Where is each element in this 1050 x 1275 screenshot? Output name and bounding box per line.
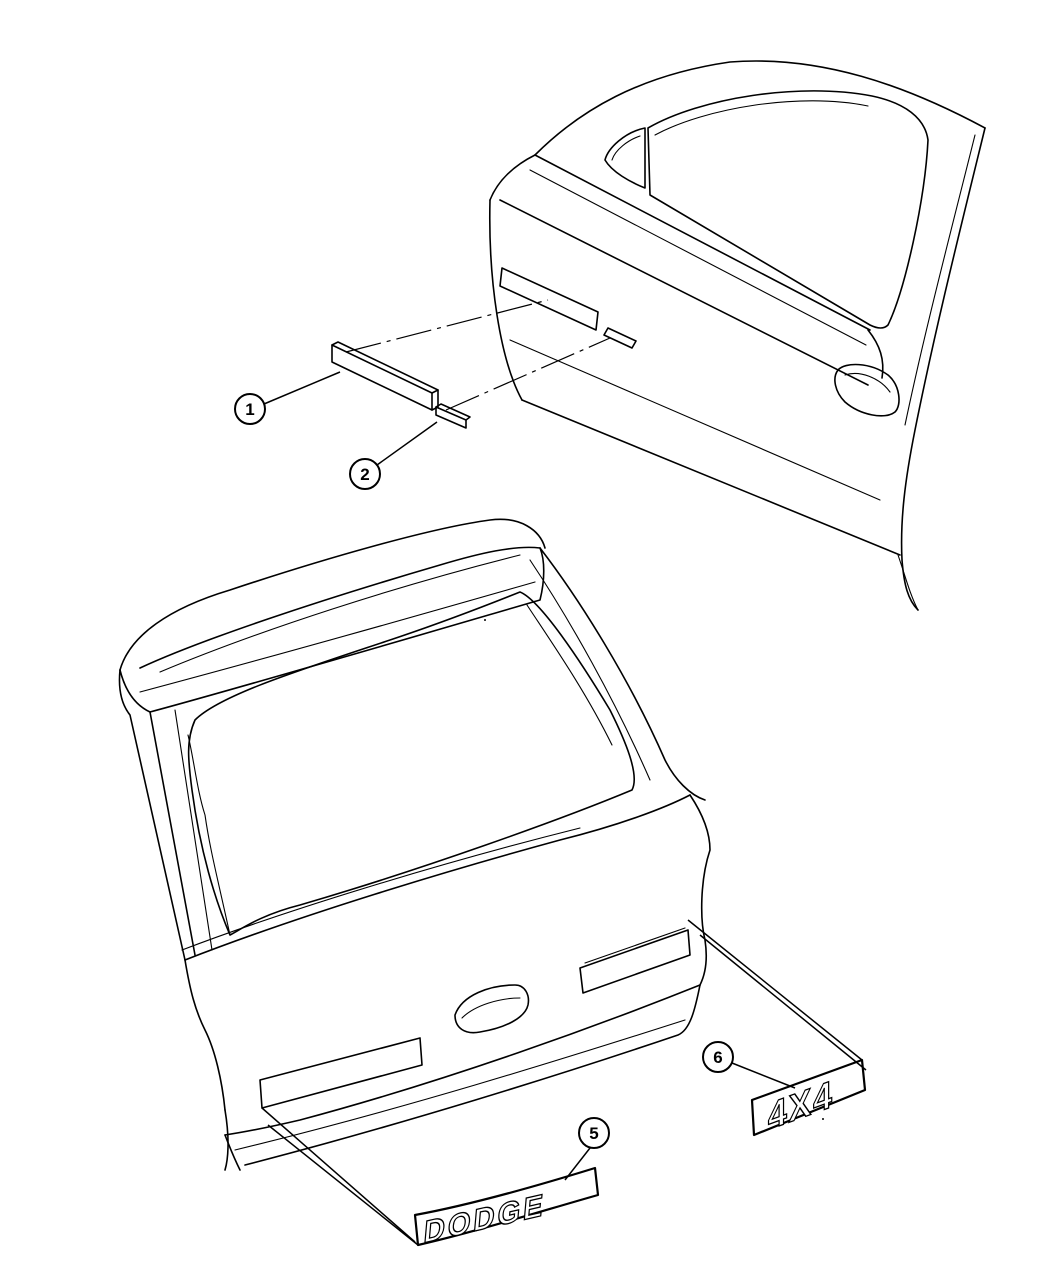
callout-1: 1: [234, 371, 341, 425]
callout-5: 5: [564, 1117, 610, 1181]
projection-line-dodge-a: [261, 1107, 416, 1243]
projection-line-1: [345, 299, 549, 353]
door-molding-long: [331, 341, 439, 411]
callout-2: 2: [349, 421, 438, 490]
projection-line-dodge-b: [267, 1124, 419, 1246]
speck-mark: [484, 619, 486, 621]
callout-2-label: 2: [360, 465, 369, 484]
nameplate-dodge-text: DODGE: [422, 1186, 547, 1250]
callout-5-label: 5: [589, 1124, 598, 1143]
callout-1-label: 1: [245, 400, 254, 419]
liftgate: [118, 518, 711, 1171]
door-molding-short: [435, 403, 471, 429]
nameplate-4x4: 4X4: [750, 1058, 867, 1139]
front-door: [488, 60, 986, 611]
speck-mark: [822, 1118, 824, 1120]
projection-line-2: [445, 337, 611, 411]
callout-6-label: 6: [713, 1048, 722, 1067]
nameplate-dodge: DODGE: [413, 1166, 600, 1251]
callout-6: 6: [702, 1041, 796, 1089]
projection-line-4x4-a: [687, 919, 863, 1061]
projection-line-4x4-b: [699, 934, 867, 1071]
